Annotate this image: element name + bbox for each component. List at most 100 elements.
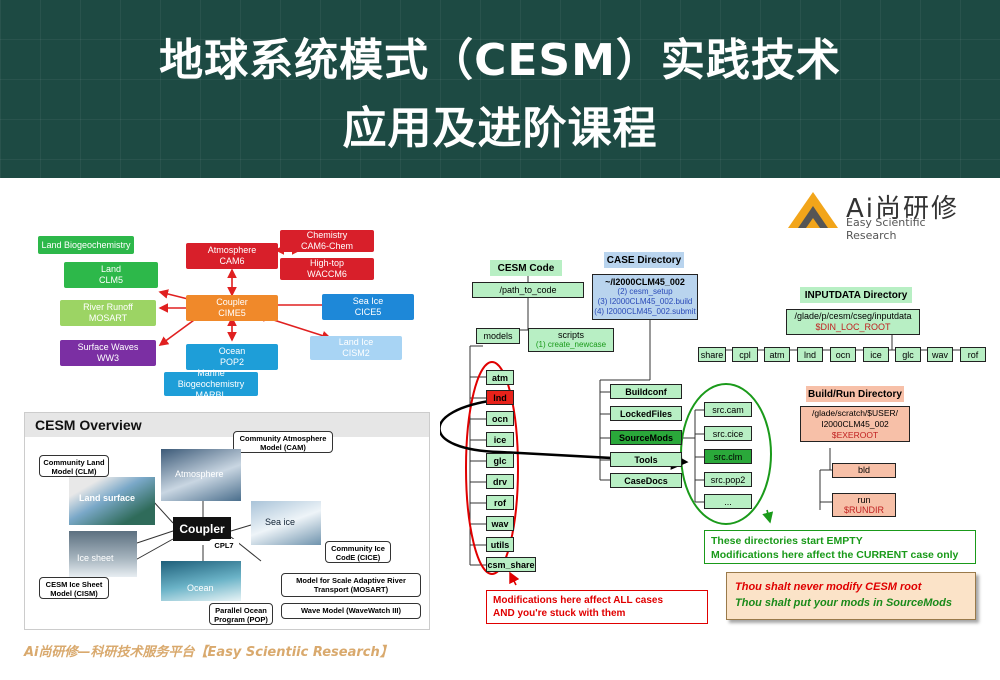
ww3-caption: Wave Model (WaveWatch III) <box>281 603 421 619</box>
inputdata-dir-wav: wav <box>927 347 953 362</box>
landice-model: CISM2 <box>342 348 370 358</box>
land-surface-image-label: Land surface <box>79 493 136 503</box>
model-dir-atm: atm <box>486 370 514 385</box>
case-path-box: ~/I2000CLM45_002 (2) cesm_setup (3) I200… <box>592 274 698 320</box>
ocean-model: POP2 <box>219 357 244 367</box>
ocean-image: Ocean <box>161 561 241 601</box>
model-dir-glc: glc <box>486 453 514 468</box>
empty-dirs-note: These directories start EMPTY Modificati… <box>704 530 976 564</box>
inputdata-var: $DIN_LOC_ROOT <box>815 322 891 332</box>
footer-caption: Ai尚研修—科研技术服务平台【Easy Scientiic Research】 <box>24 645 393 660</box>
all-cases-note-line2: AND you're stuck with them <box>493 608 626 619</box>
ice-sheet-image: Ice sheet <box>69 531 137 577</box>
case-subdir-tools: Tools <box>610 452 682 467</box>
inputdata-dir-share: share <box>698 347 726 362</box>
src-dir-cam: src.cam <box>704 402 752 417</box>
hightop-label: High-top <box>309 258 345 268</box>
ice-sheet-image-label: Ice sheet <box>77 553 114 563</box>
sea-ice-image: Sea ice <box>251 501 321 545</box>
atmosphere-label: Atmosphere <box>207 245 257 255</box>
logo-subtitle: Easy Scientific Research <box>846 216 926 242</box>
seaice-label: Sea Ice <box>352 296 384 306</box>
all-cases-note-line1: Modifications here affect ALL cases <box>493 595 664 606</box>
overview-header: CESM Overview <box>25 413 429 437</box>
inputdata-dir-atm: atm <box>764 347 790 362</box>
scripts-label: scripts <box>557 330 584 340</box>
ocean-label: Ocean <box>218 346 246 356</box>
case-dir-title: CASE Directory <box>604 252 684 268</box>
src-dir-clm: src.clm <box>704 449 752 464</box>
buildrun-path-box: /glade/scratch/$USER/ I2000CLM45_002 $EX… <box>800 406 910 442</box>
inputdata-dir-ocn: ocn <box>830 347 856 362</box>
logo-brand: Ai尚研修 <box>846 194 960 224</box>
clm-caption: Community Land Model (CLM) <box>39 455 109 477</box>
waves-label: Surface Waves <box>77 342 139 352</box>
src-dir-pop2: src.pop2 <box>704 472 752 487</box>
run-var: $RUNDIR <box>843 505 884 515</box>
inputdata-dir-lnd: lnd <box>797 347 823 362</box>
seaice-model: CICE5 <box>354 307 382 317</box>
cice-caption: Community Ice CodE (CICE) <box>325 541 391 563</box>
inputdata-path-box: /glade/p/cesm/cseg/inputdata $DIN_LOC_RO… <box>786 309 920 335</box>
inputdata-dir-cpl: cpl <box>732 347 758 362</box>
case-step-build: (3) I2000CLM45_002.build <box>597 297 693 306</box>
cam-caption: Community Atmosphere Model (CAM) <box>233 431 333 453</box>
overview-title: CESM Overview <box>35 417 142 433</box>
cesm-code-title: CESM Code <box>490 260 562 276</box>
chemistry-label: Chemistry <box>306 230 348 240</box>
case-step-submit: (4) I2000CLM45_002.submit <box>594 307 696 316</box>
land-bgc-box: Land Biogeochemistry <box>38 236 134 254</box>
scripts-box: scripts (1) create_newcase <box>528 328 614 352</box>
buildrun-title: Build/Run Directory <box>806 386 904 402</box>
case-subdir-casedocs: CaseDocs <box>610 473 682 488</box>
waves-model: WW3 <box>97 353 119 363</box>
mosart-caption: Model for Scale Adaptive River Transport… <box>281 573 421 597</box>
path-to-code-box: /path_to_code <box>472 282 584 298</box>
inputdata-title: INPUTDATA Directory <box>800 287 912 303</box>
logo-pyramid-icon <box>788 192 838 228</box>
banner-title-line2: 应用及进阶课程 <box>342 103 658 154</box>
all-cases-note: Modifications here affect ALL cases AND … <box>486 590 708 624</box>
hightop-model: WACCM6 <box>307 269 347 279</box>
rule-use-sourcemods: Thou shalt put your mods in SourceMods <box>735 597 952 609</box>
ocean-image-label: Ocean <box>187 583 214 593</box>
cpl7-label: CPL7 <box>209 539 239 552</box>
rule-never-modify: Thou shalt never modify CESM root <box>735 581 922 593</box>
buildrun-case: I2000CLM45_002 <box>821 419 889 429</box>
empty-dirs-note-line1: These directories start EMPTY <box>711 535 863 547</box>
inputdata-dir-rof: rof <box>960 347 986 362</box>
pop-caption: Parallel Ocean Program (POP) <box>209 603 273 625</box>
title-banner: 地球系统模式（CESM）实践技术 应用及进阶课程 <box>0 0 1000 178</box>
atmosphere-model: CAM6 <box>219 256 245 266</box>
case-subdir-sourcemods: SourceMods <box>610 430 682 445</box>
case-subdir-lockedfiles: LockedFiles <box>610 406 682 421</box>
bld-box: bld <box>832 463 896 478</box>
marine-model: MARBL <box>195 389 227 400</box>
inputdata-dir-glc: glc <box>895 347 921 362</box>
case-path: ~/I2000CLM45_002 <box>605 277 685 287</box>
sea-ice-image-label: Sea ice <box>265 517 296 527</box>
case-subdir-buildconf: Buildconf <box>610 384 682 399</box>
model-dir-utils: utils <box>486 537 514 552</box>
cism-caption: CESM Ice Sheet Model (CISM) <box>39 577 109 599</box>
model-dir-drv: drv <box>486 474 514 489</box>
model-dir-ocn: ocn <box>486 411 514 426</box>
land-bgc-label: Land Biogeochemistry <box>41 239 131 250</box>
land-model: CLM5 <box>98 275 123 285</box>
overview-coupler-box: Coupler <box>173 517 231 541</box>
river-model: MOSART <box>88 313 128 323</box>
src-dir-more: ... <box>704 494 752 509</box>
river-label: River Runoff <box>83 302 133 312</box>
atmosphere-image-label: Atmosphere <box>175 469 224 479</box>
land-surface-image: Land surface <box>69 477 155 525</box>
